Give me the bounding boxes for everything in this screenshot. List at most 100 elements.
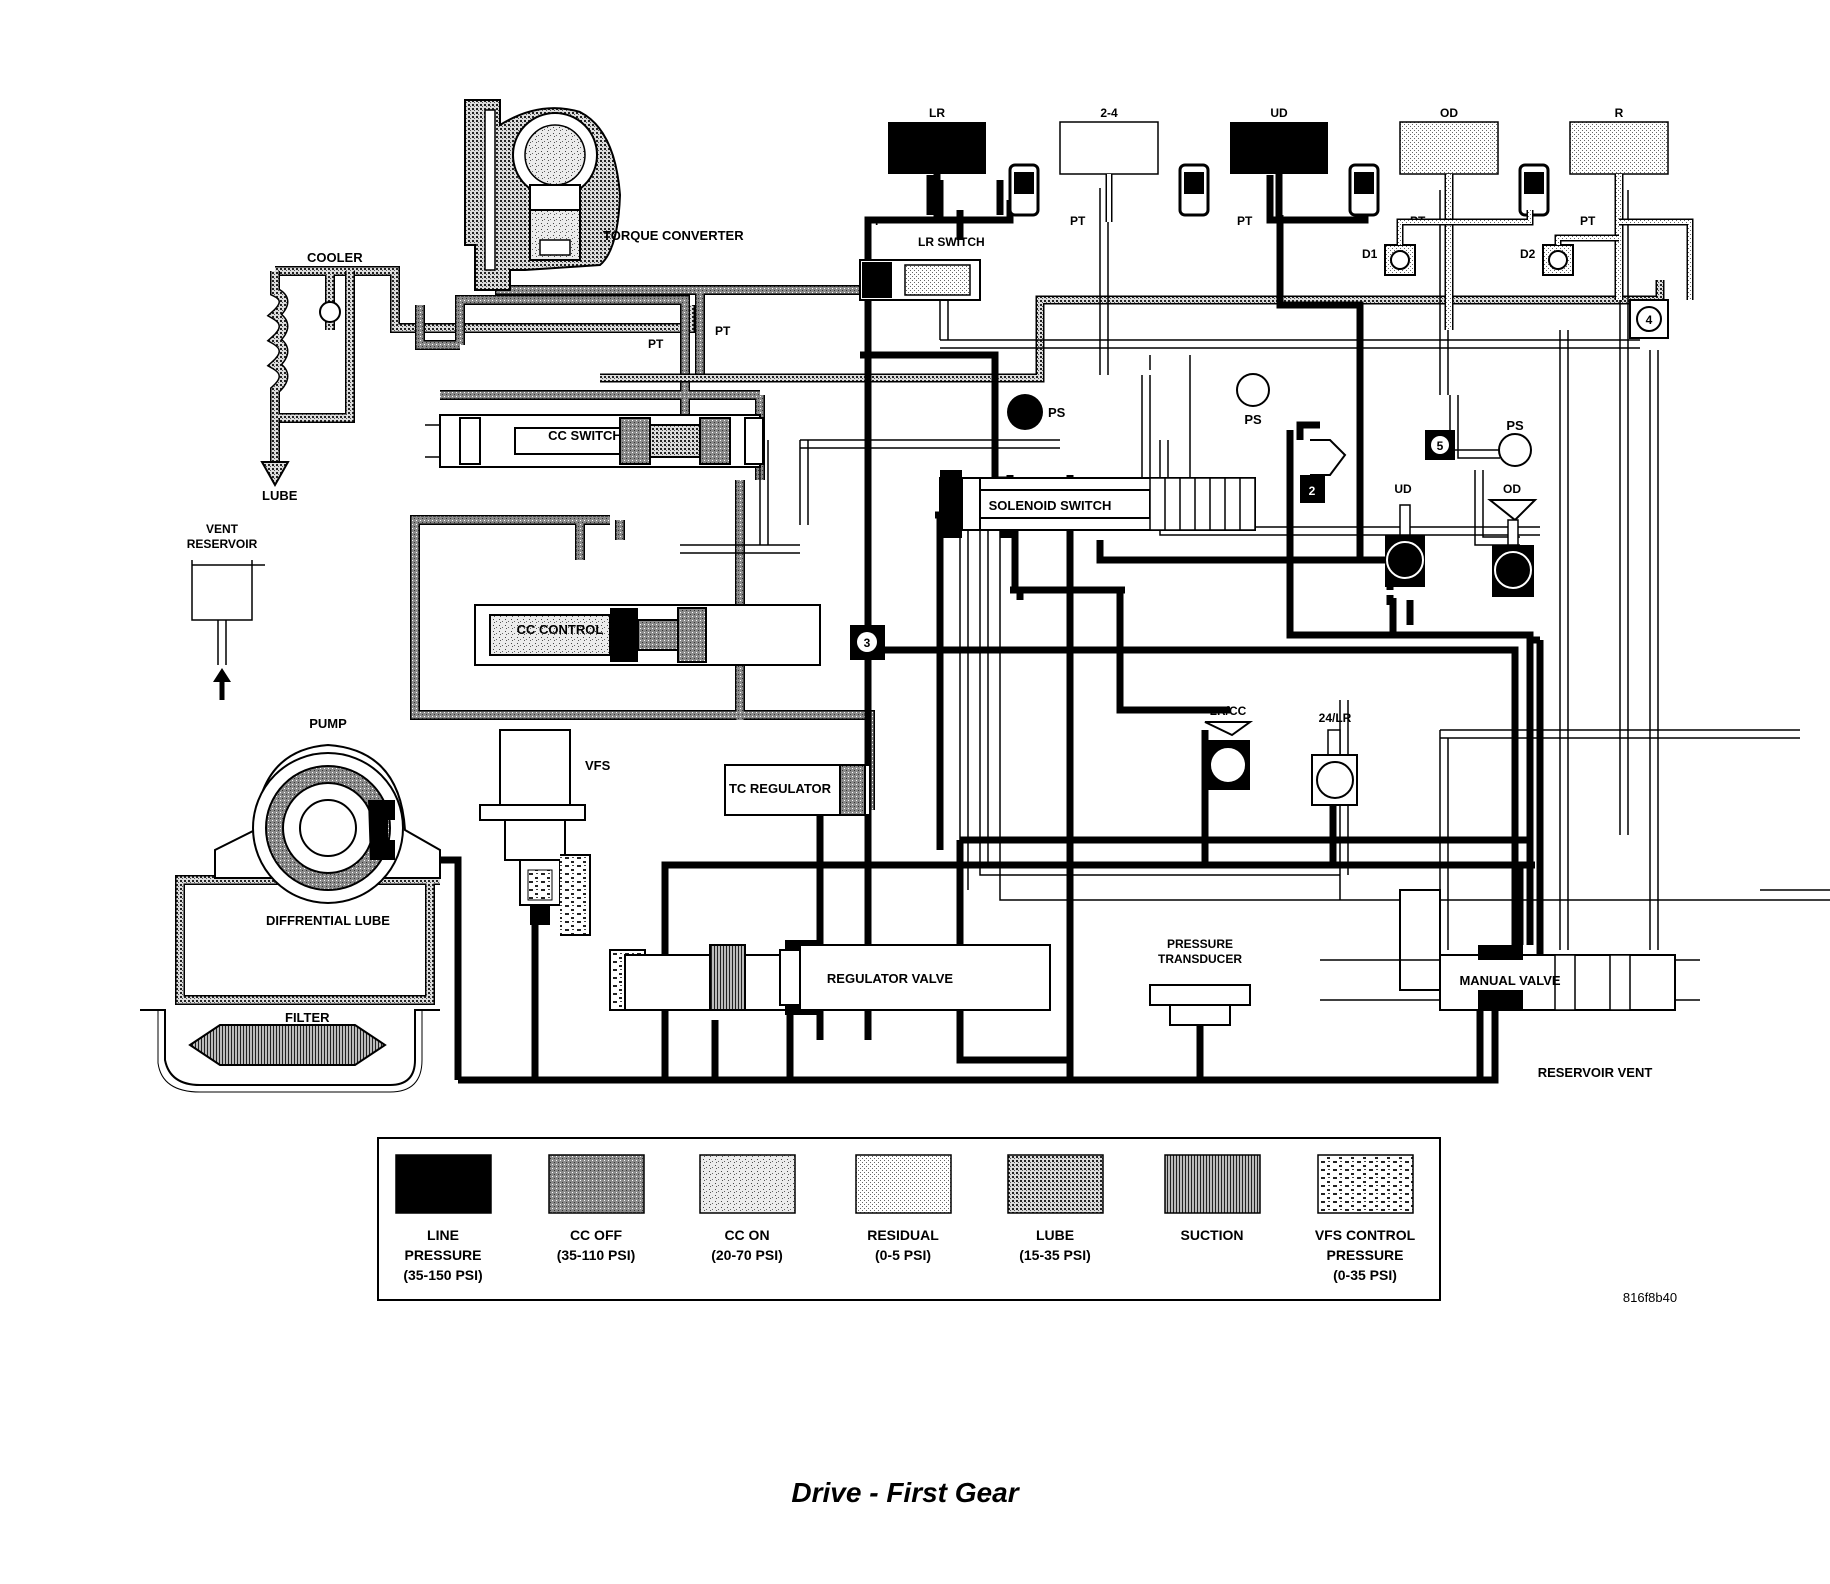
lr-switch-label: LR SWITCH bbox=[918, 235, 985, 249]
filter: FILTER bbox=[140, 1009, 440, 1093]
clutch-ud: UD PT bbox=[1230, 106, 1380, 228]
lrcc-label: LR/CC bbox=[1210, 704, 1247, 718]
regulator-valve-label: REGULATOR VALVE bbox=[827, 971, 953, 986]
clutch-r-label: R bbox=[1615, 106, 1624, 120]
check-ball-5: 5 bbox=[1425, 430, 1455, 460]
lr-switch-valve bbox=[859, 259, 981, 301]
clutch-lr: LR PT LR SWITCH bbox=[865, 106, 1040, 249]
check-ball-4-number: 4 bbox=[1646, 313, 1653, 327]
pt-label-ud: PT bbox=[1237, 214, 1253, 228]
pt-label-r: PT bbox=[1580, 214, 1596, 228]
ps-label-2: PS bbox=[1244, 412, 1262, 427]
check-ball-2-number: 2 bbox=[1309, 484, 1316, 498]
tc-regulator-valve: TC REGULATOR bbox=[724, 764, 871, 816]
legend-label-suction-1: SUCTION bbox=[1181, 1227, 1244, 1243]
d1-label: D1 bbox=[1362, 247, 1378, 261]
legend-label-cc-on-1: CC ON bbox=[724, 1227, 769, 1243]
legend-swatch-cc-off bbox=[548, 1154, 645, 1214]
pt-label-cc-switch: PT bbox=[648, 337, 664, 351]
check-ball-3: 3 bbox=[850, 625, 885, 660]
regulator-valve: REGULATOR VALVE bbox=[609, 940, 1051, 1015]
c24lr-label: 24/LR bbox=[1319, 711, 1352, 725]
legend-label-residual-1: RESIDUAL bbox=[867, 1227, 939, 1243]
line-pressure-passages bbox=[440, 175, 1544, 1084]
filter-label: FILTER bbox=[285, 1010, 330, 1025]
legend-label-cc-off-1: CC OFF bbox=[570, 1227, 623, 1243]
lrcc-accumulator: LR/CC bbox=[1204, 704, 1254, 790]
check-ball-2: 2 bbox=[1300, 439, 1347, 503]
cc-off-passages bbox=[410, 270, 1665, 810]
cooler-label: COOLER bbox=[307, 250, 363, 265]
pump-label: PUMP bbox=[309, 716, 347, 731]
legend-label-line-pressure-2: PRESSURE bbox=[404, 1247, 481, 1263]
clutch-od: OD PT D1 bbox=[1362, 106, 1550, 276]
pt-label-24: PT bbox=[1070, 214, 1086, 228]
legend-swatch-cc-on bbox=[699, 1154, 796, 1214]
clutch-24-label: 2-4 bbox=[1100, 106, 1118, 120]
figure-id: 816f8b40 bbox=[1623, 1290, 1677, 1305]
manual-valve: MANUAL VALVE RESERVOIR VENT bbox=[1320, 889, 1700, 1080]
legend-label-cc-on-2: (20-70 PSI) bbox=[711, 1247, 783, 1263]
legend-label-lube-1: LUBE bbox=[1036, 1227, 1074, 1243]
legend-swatch-residual bbox=[855, 1154, 952, 1214]
clutch-lr-label: LR bbox=[929, 106, 945, 120]
d2-label: D2 bbox=[1520, 247, 1536, 261]
clutch-24: 2-4 PT bbox=[1059, 106, 1210, 228]
reservoir-vent-label: RESERVOIR VENT bbox=[1538, 1065, 1653, 1080]
vent-reservoir-label-2: RESERVOIR bbox=[187, 537, 258, 551]
ud-accumulator-label: UD bbox=[1394, 482, 1412, 496]
pressure-transducer-label-2: TRANSDUCER bbox=[1158, 952, 1242, 966]
check-ball-3-number: 3 bbox=[864, 636, 871, 650]
cc-control-valve: CC CONTROL bbox=[474, 604, 821, 666]
legend-label-residual-2: (0-5 PSI) bbox=[875, 1247, 931, 1263]
check-ball-5-number: 5 bbox=[1437, 439, 1444, 453]
c24lr-accumulator: 24/LR bbox=[1311, 711, 1358, 806]
solenoid-switch-valve: SOLENOID SWITCH bbox=[939, 470, 1256, 538]
differential-lube-label: DIFFRENTIAL LUBE bbox=[266, 913, 390, 928]
pressure-transducer: PRESSURE TRANSDUCER bbox=[1149, 937, 1251, 1026]
solenoid-switch-label: SOLENOID SWITCH bbox=[989, 498, 1112, 513]
legend-label-lube-2: (15-35 PSI) bbox=[1019, 1247, 1091, 1263]
vfs-solenoid: VFS bbox=[479, 729, 611, 936]
legend: LINE PRESSURE (35-150 PSI) CC OFF (35-11… bbox=[377, 1137, 1441, 1301]
clutch-od-label: OD bbox=[1440, 106, 1458, 120]
legend-swatch-vfs-control bbox=[1317, 1154, 1414, 1214]
diagram-caption: Drive - First Gear bbox=[791, 1477, 1020, 1508]
clutch-feed-passages bbox=[933, 174, 1694, 330]
pt-label-lr: PT bbox=[865, 214, 881, 228]
torque-converter: TORQUE CONVERTER bbox=[464, 99, 744, 291]
clutch-ud-label: UD bbox=[1270, 106, 1288, 120]
legend-swatch-lube bbox=[1007, 1154, 1104, 1214]
torque-converter-label: TORQUE CONVERTER bbox=[603, 228, 744, 243]
pressure-switch-markers: PS PS PS bbox=[1007, 373, 1532, 467]
cc-control-label: CC CONTROL bbox=[517, 622, 604, 637]
legend-label-line-pressure-3: (35-150 PSI) bbox=[403, 1267, 482, 1283]
lube-passages bbox=[175, 266, 695, 1005]
legend-swatch-suction bbox=[1164, 1154, 1261, 1214]
vfs-label: VFS bbox=[585, 758, 611, 773]
legend-label-vfs-control-1: VFS CONTROL bbox=[1315, 1227, 1416, 1243]
lube-outlet-label: LUBE bbox=[262, 488, 298, 503]
vent-reservoir-label-1: VENT bbox=[206, 522, 239, 536]
pressure-transducer-label-1: PRESSURE bbox=[1167, 937, 1233, 951]
legend-label-line-pressure-1: LINE bbox=[427, 1227, 459, 1243]
od-accumulator: OD bbox=[1487, 482, 1538, 597]
cc-switch-valve: CC SWITCH PT PT bbox=[425, 324, 764, 468]
od-accumulator-label: OD bbox=[1503, 482, 1521, 496]
vent-reservoir: VENT RESERVOIR bbox=[187, 522, 265, 700]
cc-switch-label: CC SWITCH bbox=[548, 428, 622, 443]
legend-label-vfs-control-2: PRESSURE bbox=[1326, 1247, 1403, 1263]
legend-label-vfs-control-3: (0-35 PSI) bbox=[1333, 1267, 1397, 1283]
tc-regulator-label: TC REGULATOR bbox=[729, 781, 832, 796]
legend-label-cc-off-2: (35-110 PSI) bbox=[557, 1247, 636, 1263]
ud-accumulator: UD bbox=[1385, 482, 1425, 587]
manual-valve-label: MANUAL VALVE bbox=[1459, 973, 1560, 988]
ps-label-3: PS bbox=[1506, 418, 1524, 433]
legend-swatch-line-pressure bbox=[395, 1154, 492, 1214]
check-ball-4: 4 bbox=[1629, 299, 1669, 339]
pt-label-converter: PT bbox=[715, 324, 731, 338]
ps-label-1: PS bbox=[1048, 405, 1066, 420]
clutch-r: R PT D2 bbox=[1520, 106, 1669, 276]
pump: PUMP DIFFRENTIAL LUBE bbox=[214, 716, 441, 928]
